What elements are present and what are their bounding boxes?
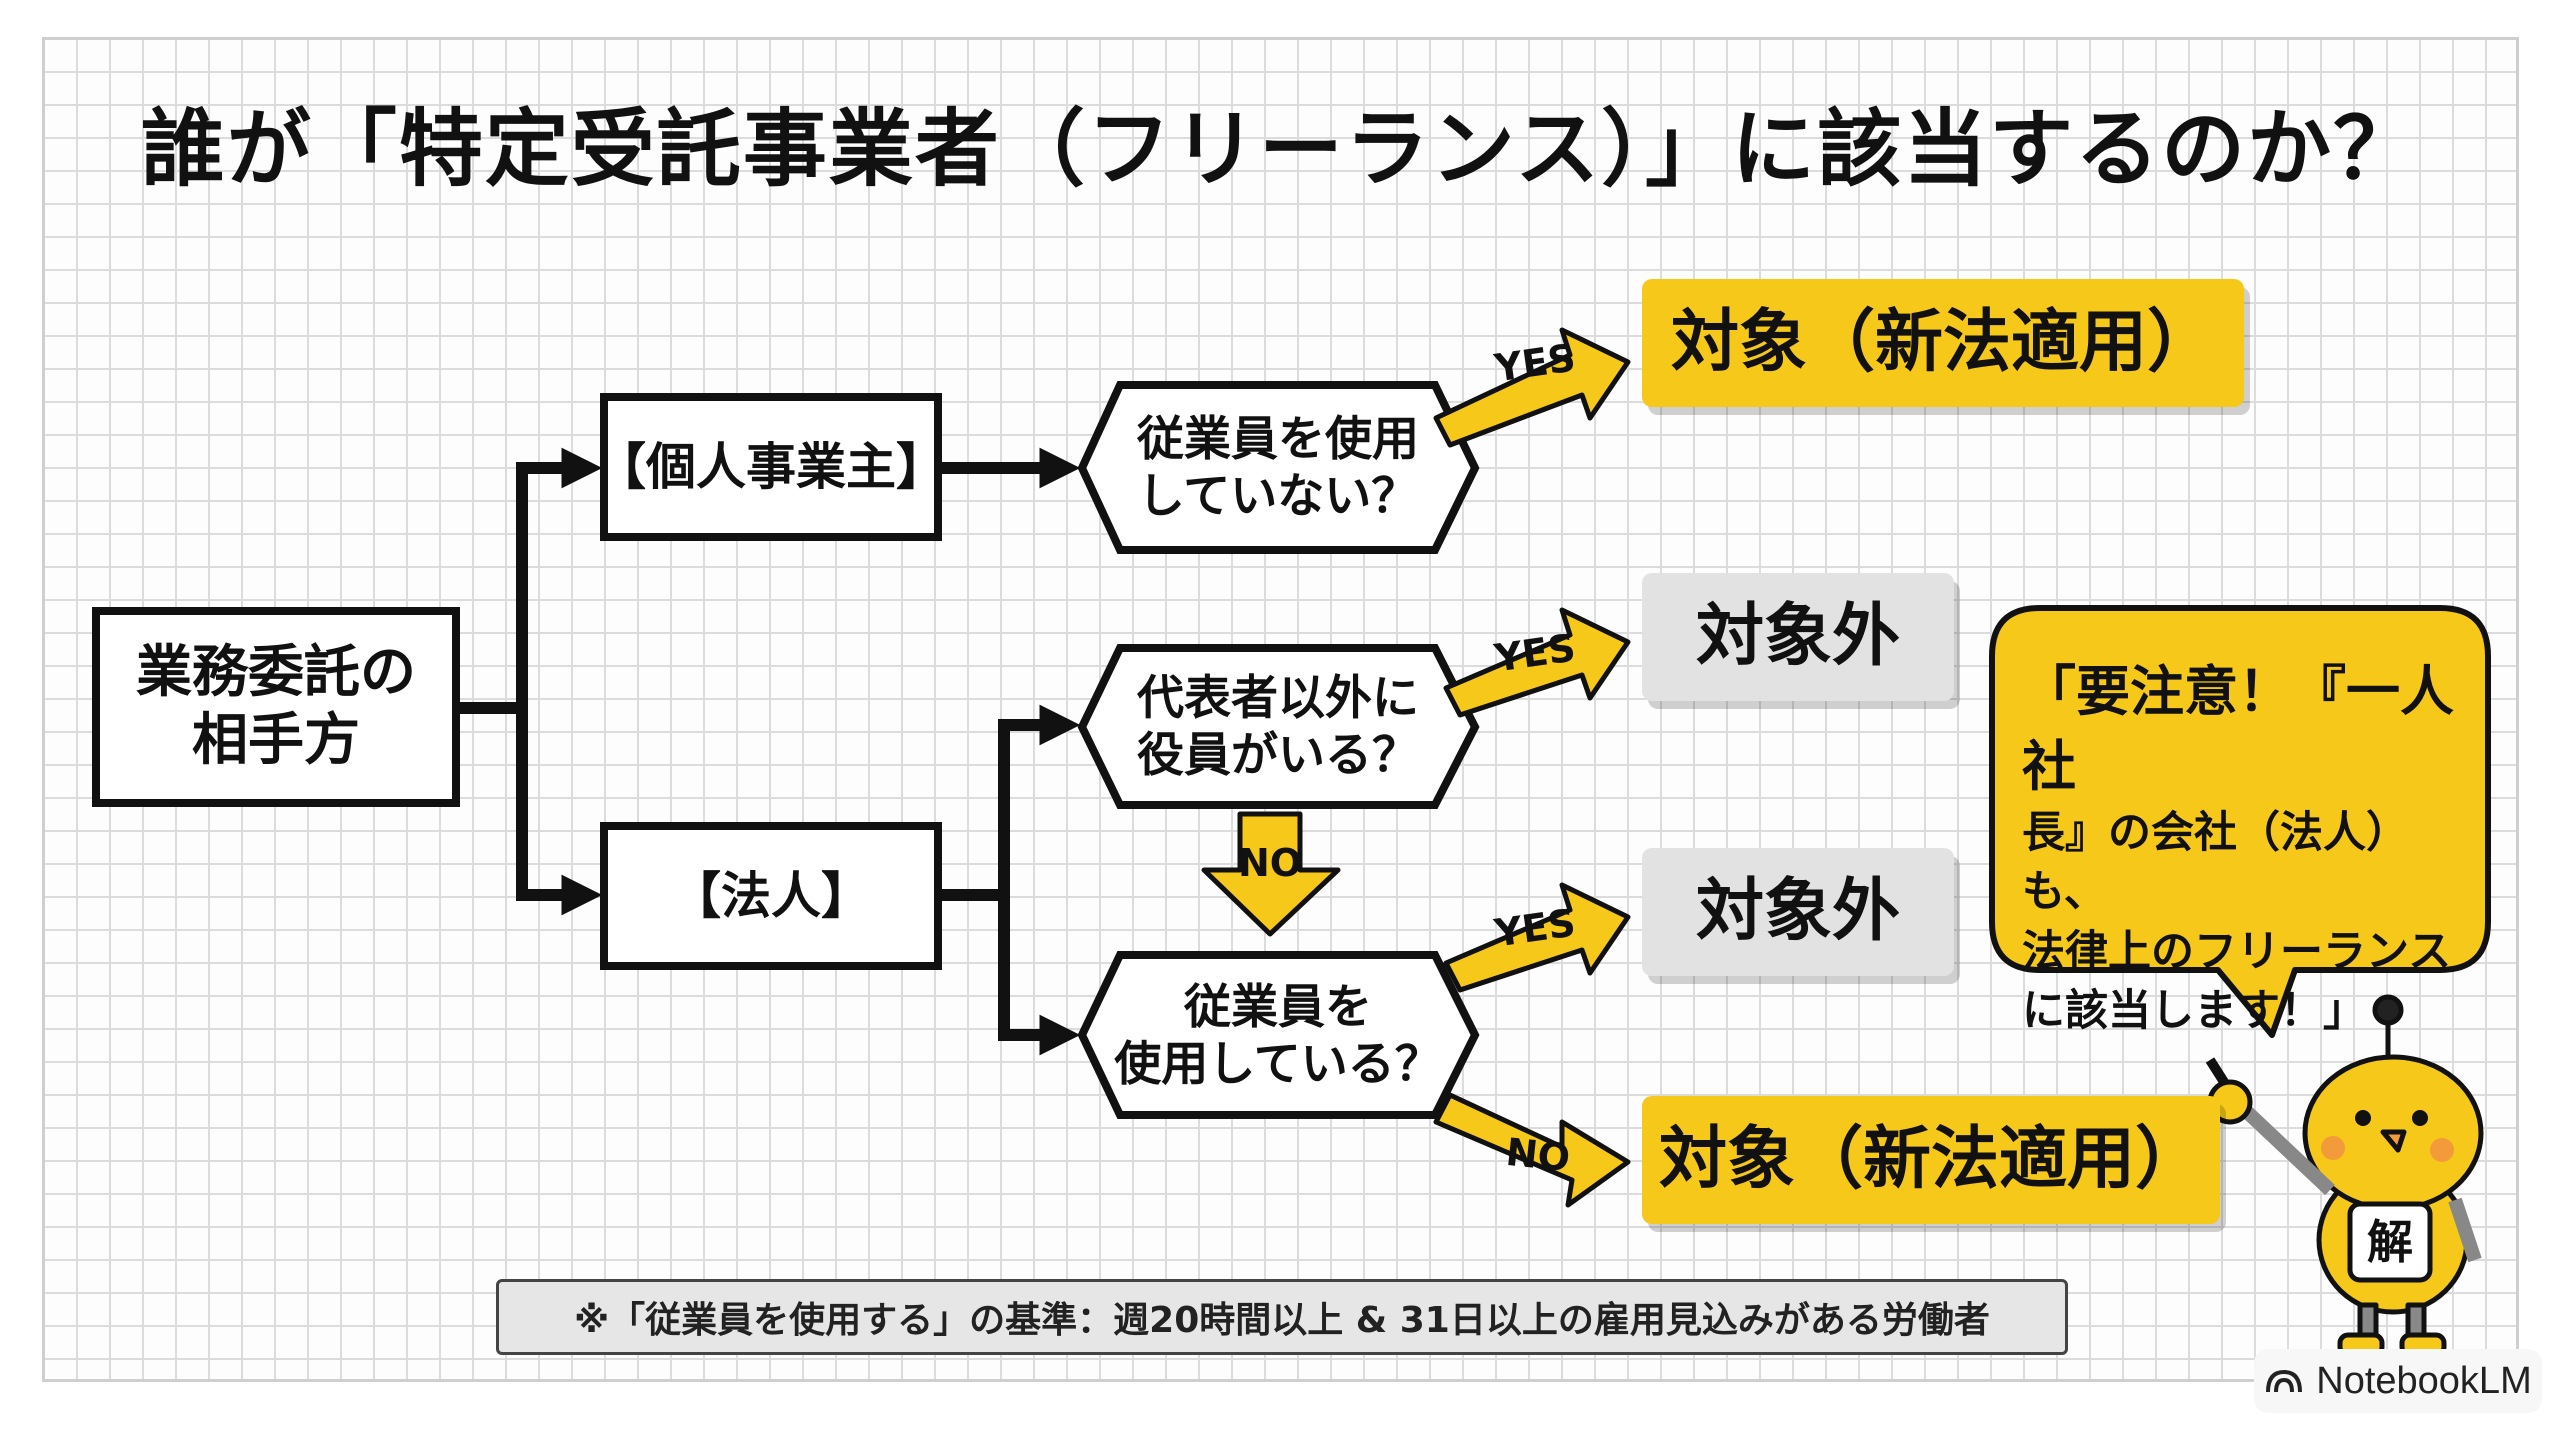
decision-q1: 従業員を使用 していない？ [1100,392,1456,544]
decision-q3: 従業員を 使用している？ [1100,960,1456,1112]
decision-q1-shape [1077,381,1480,554]
branch-corporation: 【法人】 [600,822,942,970]
arrow-q1-yes [1433,327,1631,448]
decision-q3-line2: 使用している？ [1114,1037,1442,1092]
notebooklm-logo-icon [2266,1369,2303,1393]
mascot-robot: 解 [2205,994,2484,1358]
decision-q1-line2: していない？ [1137,469,1419,524]
decision-q3-shape [1077,951,1480,1119]
decision-q1-line1: 従業員を使用 [1137,411,1419,467]
footnote: ※「従業員を使用する」の基準：週20時間以上 & 31日以上の雇用見込みがある労… [496,1279,2068,1355]
arrow-q2-yes [1443,607,1631,718]
result-covered-1: 対象（新法適用） [1642,279,2244,407]
decision-q2-shape [1077,644,1480,809]
decision-q2: 代表者以外に 役員がいる？ [1100,652,1456,802]
brand-name: NotebookLM [2316,1359,2532,1402]
arrow-q2-no [1201,811,1341,937]
decision-q3-line1: 従業員を [1184,979,1372,1035]
result-covered-2: 対象（新法適用） [1642,1096,2220,1224]
start-line1: 業務委託の [136,639,416,705]
brand-watermark: NotebookLM [2254,1349,2542,1413]
start-node: 業務委託の 相手方 [92,607,460,807]
label-q2-no: NO [1237,841,1303,885]
result-not-covered-1: 対象外 [1642,573,1954,701]
start-line2: 相手方 [192,708,360,773]
page-title: 誰が「特定受託事業者（フリーランス）」に該当するのか？ [140,100,2420,198]
speech-bubble-shape [1989,605,2491,1038]
speech-bubble-line4: に該当します！」 [2022,986,2366,1037]
arrow-q3-yes [1443,882,1631,993]
speech-bubble-text: 「要注意！『一人社 長』の会社（法人）も、 法律上のフリーランス に該当します！… [2022,655,2492,1041]
decision-q2-line2: 役員がいる？ [1137,728,1419,783]
speech-bubble-line3: 法律上のフリーランス [2022,926,2452,977]
result-not-covered-2: 対象外 [1642,848,1954,976]
speech-bubble-line2: 長』の会社（法人）も、 [2022,808,2409,918]
branch-individual: 【個人事業主】 [596,393,946,541]
decision-q2-line1: 代表者以外に [1137,670,1419,726]
mascot-badge-text: 解 [2367,1215,2413,1269]
speech-bubble-line1: 「要注意！『一人社 [2022,660,2454,798]
arrow-q3-no [1433,1092,1631,1208]
